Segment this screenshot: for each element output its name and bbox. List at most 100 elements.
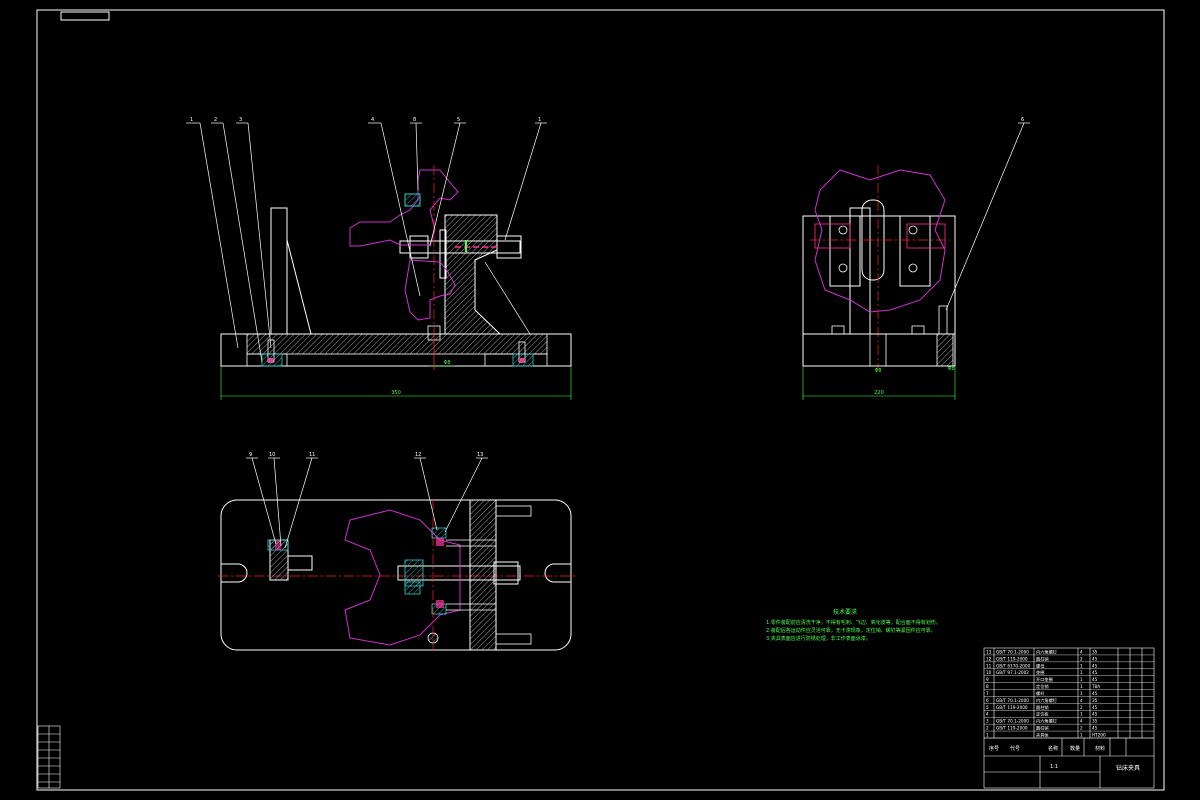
bom-header: 序号 代号 名称 数量 材料 钻床夹具 1:1: [989, 745, 1140, 772]
bom-cell-name: 圆柱销: [1036, 725, 1049, 732]
tech-req-line-1: 1.零件装配前应清洗干净，不得有毛刺、飞边、氧化皮等，配合面不得有划伤。: [766, 619, 941, 626]
bom-cell-no: 11: [986, 663, 992, 668]
base-plate-hatched: [246, 333, 548, 355]
bom-cell-mat: 35: [1092, 649, 1098, 654]
top-view: 9 10 11 12 13: [218, 452, 575, 651]
screw-rod: [399, 240, 521, 254]
tech-req-line-2: 2.装配后各运动件应灵活可靠，无卡滞现象，定位销、螺钉等紧固件应可靠。: [766, 627, 936, 634]
bom-cell-qty: 2: [1080, 726, 1083, 731]
bom-header-qty: 数量: [1070, 745, 1080, 752]
bom-cell-no: 12: [986, 656, 992, 661]
balloon-3: 3: [239, 117, 242, 123]
bom-cell-name: 圆柱销: [1036, 704, 1049, 711]
bom-cell-code: GB/T 6170-2000: [996, 663, 1031, 668]
bom-cell-name: 内六角螺钉: [1036, 648, 1058, 655]
bom-cell-no: 6: [986, 698, 989, 703]
bom-cell-mat: 45: [1092, 726, 1098, 731]
front-small-dimension: Φ8: [443, 360, 450, 366]
balloon-13: 13: [477, 452, 483, 458]
bom-cell-qty: 1: [1080, 670, 1083, 675]
bom-cell-name: 定位销: [1036, 683, 1049, 690]
bom-cell-mat: 45: [1092, 670, 1098, 675]
bom-cell-code: GB/T 70.1-2000: [996, 719, 1029, 724]
balloon-1: 1: [190, 117, 193, 123]
bom-cell-mat: 45: [1092, 705, 1098, 710]
bom-cell-qty: 1: [1080, 712, 1083, 717]
tech-requirements: 技术要求 1.零件装配前应清洗干净，不得有毛刺、飞边、氧化皮等，配合面不得有划伤…: [766, 608, 941, 642]
bom-cell-mat: HT200: [1092, 733, 1106, 738]
bom-cell-qty: 1: [1080, 684, 1083, 689]
front-section-view: 350 Φ8 1 2 3 4 8 5: [186, 117, 572, 400]
bom-cell-name: 夹具体: [1036, 732, 1049, 739]
balloon-1b: 1: [538, 117, 541, 123]
bom-cell-qty: 1: [1080, 663, 1083, 668]
tech-req-title: 技术要求: [833, 608, 857, 616]
balloon-12: 12: [415, 452, 421, 458]
balloon-10: 10: [269, 452, 275, 458]
bom-cell-mat: 35: [1092, 719, 1098, 724]
bom-cell-mat: 35: [1092, 698, 1098, 703]
workpiece-side: [814, 169, 946, 313]
bom-cell-code: GB/T 70.1-2000: [996, 698, 1029, 703]
bom-cell-name: 开口垫圈: [1036, 676, 1053, 683]
side-view: 220 Φ8 Φ8 6: [802, 117, 1030, 400]
bom-header-mat: 材料: [1095, 745, 1105, 752]
bom-header-name: 名称: [1048, 745, 1058, 752]
bom-cell-name: 垫圈: [1036, 669, 1044, 676]
bom-cell-no: 7: [986, 691, 989, 696]
bom-cell-no: 13: [986, 649, 992, 654]
workpiece-top: [344, 509, 461, 646]
bom-cell-no: 9: [986, 677, 989, 682]
column-hatched: [444, 214, 502, 335]
upright-support: [270, 207, 288, 335]
bom-cell-mat: 45: [1092, 656, 1098, 661]
side-small-dimension: Φ8: [874, 368, 881, 374]
bom-cell-qty: 4: [1080, 698, 1083, 703]
bom-cell-qty: 1: [1080, 733, 1083, 738]
bom-cell-code: GB/T 97.1-2002: [996, 670, 1029, 675]
sheet-frame: [36, 9, 1165, 791]
bom-cell-no: 1: [986, 733, 989, 738]
bom-cell-qty: 2: [1080, 705, 1083, 710]
bom-cell-code: GB/T 119-2000: [996, 726, 1028, 731]
bom-cell-mat: T8A: [1091, 684, 1100, 689]
drawing-name: 钻床夹具: [1116, 764, 1140, 772]
bom-cell-no: 10: [986, 670, 992, 675]
front-overall-dimension: 350: [391, 390, 401, 396]
balloon-9: 9: [249, 452, 252, 458]
bom-cell-code: GB/T 119-2000: [996, 705, 1028, 710]
balloon-6: 6: [1021, 117, 1024, 123]
locator-cyan: [404, 193, 421, 207]
bom-cell-name: 内六角螺钉: [1036, 718, 1058, 725]
bom-cell-name: 内六角螺钉: [1036, 697, 1058, 704]
bom-header-no: 序号: [989, 745, 999, 752]
side-overall-dimension: 220: [874, 390, 884, 396]
balloon-5: 5: [457, 117, 460, 123]
bom-cell-no: 5: [986, 705, 989, 710]
bom-cell-no: 4: [986, 712, 989, 717]
bom-cell-code: GB/T 70.1-2000: [996, 649, 1029, 654]
bom-cell-no: 2: [986, 726, 989, 731]
bom-cell-mat: 45: [1092, 677, 1098, 682]
bom-header-code: 代号: [1010, 745, 1020, 752]
balloon-8: 8: [413, 117, 416, 123]
balloon-2: 2: [214, 117, 217, 123]
drawing-scale: 1:1: [1050, 764, 1058, 770]
bom-cell-name: 圆柱销: [1036, 655, 1049, 662]
front-balloons: 1 2 3 4 8 5 1: [190, 117, 541, 123]
bom-cell-mat: 45: [1092, 712, 1098, 717]
tech-req-line-3: 3.夹具表面应进行防锈处理，非工作表面涂漆。: [766, 635, 871, 642]
bom-cell-no: 3: [986, 719, 989, 724]
bom-cell-name: 螺杆: [1036, 690, 1045, 697]
margin-title-strip: [37, 725, 61, 789]
bom-cell-code: GB/T 119-2000: [996, 656, 1028, 661]
balloon-11: 11: [309, 452, 315, 458]
bom-cell-name: 螺母: [1036, 662, 1044, 669]
front-leaders: [186, 122, 547, 363]
bom-cell-qty: 4: [1080, 649, 1083, 654]
top-leaders: [246, 457, 488, 549]
side-small-dimension-2: Φ8: [947, 366, 954, 372]
bom-cell-qty: 4: [1080, 719, 1083, 724]
